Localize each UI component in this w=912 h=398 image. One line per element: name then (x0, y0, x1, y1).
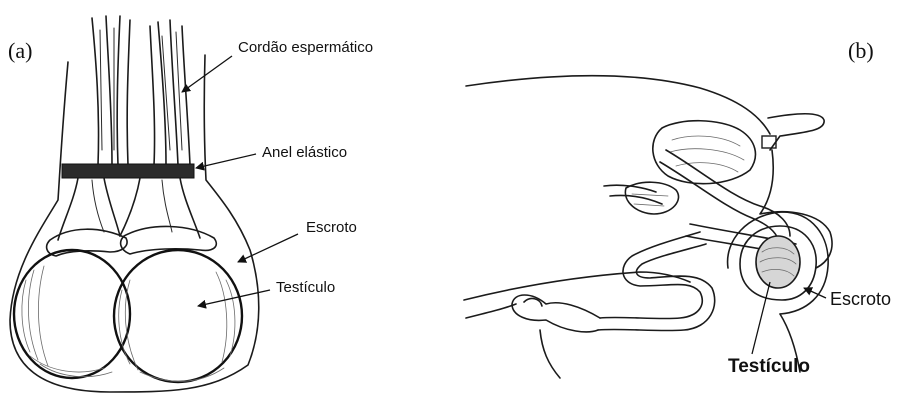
panel-a: (a) (8, 16, 373, 392)
panel-a-letter: (a) (8, 38, 32, 63)
panel-b: (b) (464, 38, 891, 378)
testicle-b (756, 236, 800, 288)
internal-organs (604, 121, 755, 214)
pointer-scrotum-a (238, 234, 298, 262)
pointer-spermatic-cord (182, 56, 232, 92)
scrotum-outline (10, 55, 259, 392)
navel-cord (540, 330, 560, 378)
lower-belly-line (466, 304, 516, 318)
sigmoid-flexure (598, 232, 715, 331)
label-spermatic-cord: Cordão espermático (238, 39, 373, 56)
pelvic-ring (762, 136, 776, 148)
pointer-scrotum-b (804, 288, 826, 298)
left-testicle (14, 250, 130, 378)
label-scrotum-a: Escroto (306, 219, 357, 236)
elastic-ring (62, 164, 194, 178)
label-testicle-a: Testículo (276, 279, 335, 296)
right-testicle (114, 250, 242, 382)
label-elastic-ring: Anel elástico (262, 144, 347, 161)
label-scrotum-b: Escroto (830, 289, 891, 309)
body-outline (466, 76, 770, 134)
right-spermatic-cord (150, 20, 190, 165)
left-spermatic-cord (92, 16, 130, 165)
label-testicle-b: Testículo (728, 356, 810, 377)
panel-b-letter: (b) (848, 38, 874, 63)
cord-below-ring (58, 178, 200, 240)
